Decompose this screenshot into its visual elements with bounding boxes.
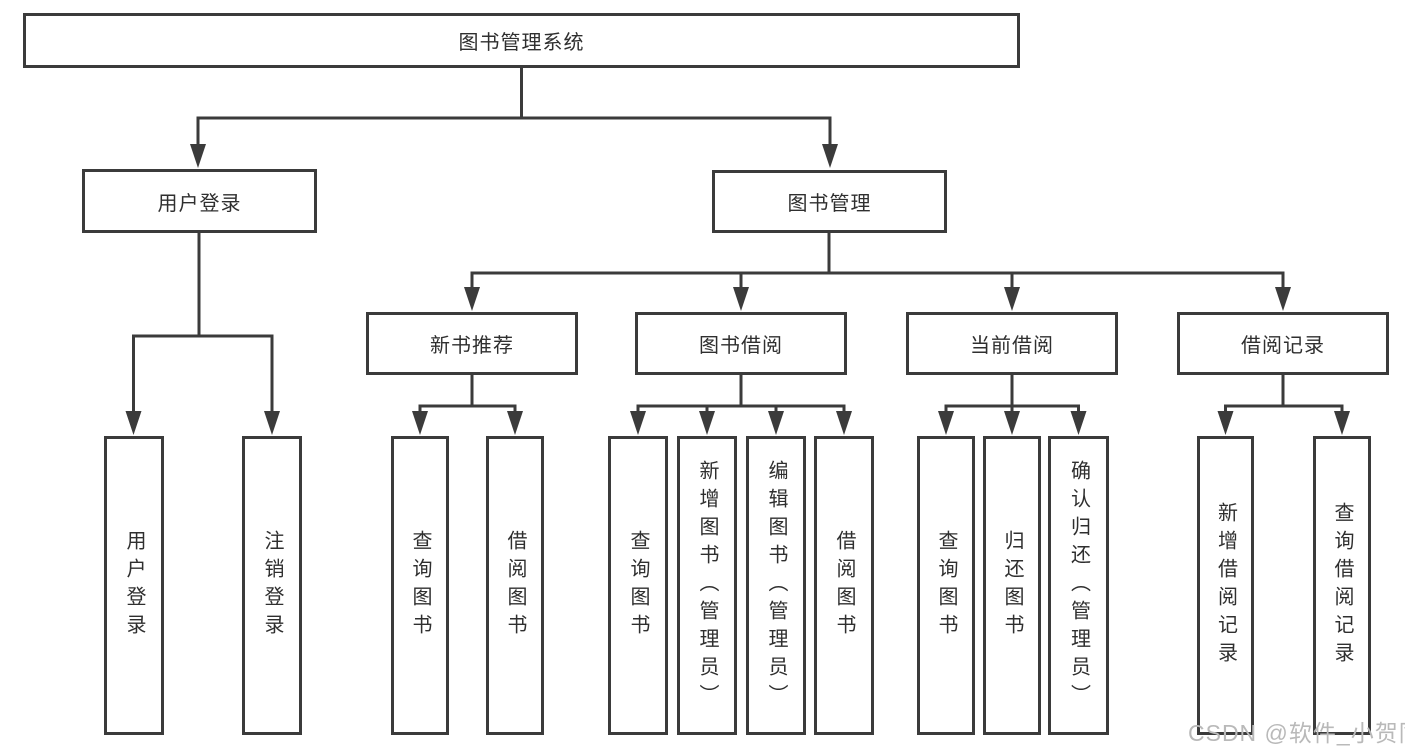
leaf-logout: 注销登录	[242, 436, 302, 735]
csdn-watermark: CSDN @软件_小贺同学	[1188, 720, 1405, 746]
leaf-edit-book-admin: 编辑图书（管理员）	[746, 436, 806, 735]
leaf-return-books: 归还图书	[983, 436, 1041, 735]
node-borrowing-records: 借阅记录	[1177, 312, 1389, 375]
node-book-management: 图书管理	[712, 170, 947, 233]
leaf-add-book-admin: 新增图书（管理员）	[677, 436, 737, 735]
node-user-login: 用户登录	[82, 169, 317, 233]
node-root: 图书管理系统	[23, 13, 1020, 68]
node-book-borrowing: 图书借阅	[635, 312, 847, 375]
node-current-borrowing: 当前借阅	[906, 312, 1118, 375]
leaf-add-borrow-record: 新增借阅记录	[1197, 436, 1254, 735]
leaf-confirm-return-admin: 确认归还（管理员）	[1048, 436, 1109, 735]
leaf-query-borrow-record: 查询借阅记录	[1313, 436, 1371, 735]
leaf-borrow-books-recommend: 借阅图书	[486, 436, 544, 735]
node-new-book-recommendation: 新书推荐	[366, 312, 578, 375]
leaf-query-books-current: 查询图书	[917, 436, 975, 735]
leaf-user-login: 用户登录	[104, 436, 164, 735]
leaf-borrow-books-borrowing: 借阅图书	[814, 436, 874, 735]
leaf-query-books-borrowing: 查询图书	[608, 436, 668, 735]
leaf-query-books-recommend: 查询图书	[391, 436, 449, 735]
